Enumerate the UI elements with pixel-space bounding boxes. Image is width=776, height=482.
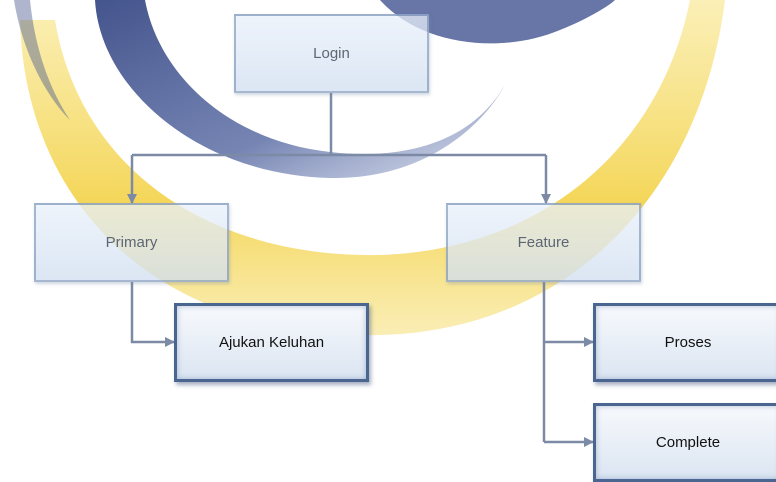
- node-primary-label: Primary: [105, 234, 158, 251]
- node-login: Login: [234, 14, 429, 93]
- node-ajukan-keluhan: Ajukan Keluhan: [174, 303, 369, 382]
- node-login-label: Login: [313, 45, 350, 62]
- node-proses: Proses: [593, 303, 776, 382]
- node-feature: Feature: [446, 203, 641, 282]
- node-feature-label: Feature: [517, 234, 570, 251]
- node-primary: Primary: [34, 203, 229, 282]
- node-complete-label: Complete: [655, 434, 721, 451]
- node-proses-label: Proses: [664, 334, 712, 351]
- node-ajukan-keluhan-label: Ajukan Keluhan: [218, 334, 325, 351]
- node-complete: Complete: [593, 403, 776, 482]
- edge-primary-ajukan: [130, 282, 175, 347]
